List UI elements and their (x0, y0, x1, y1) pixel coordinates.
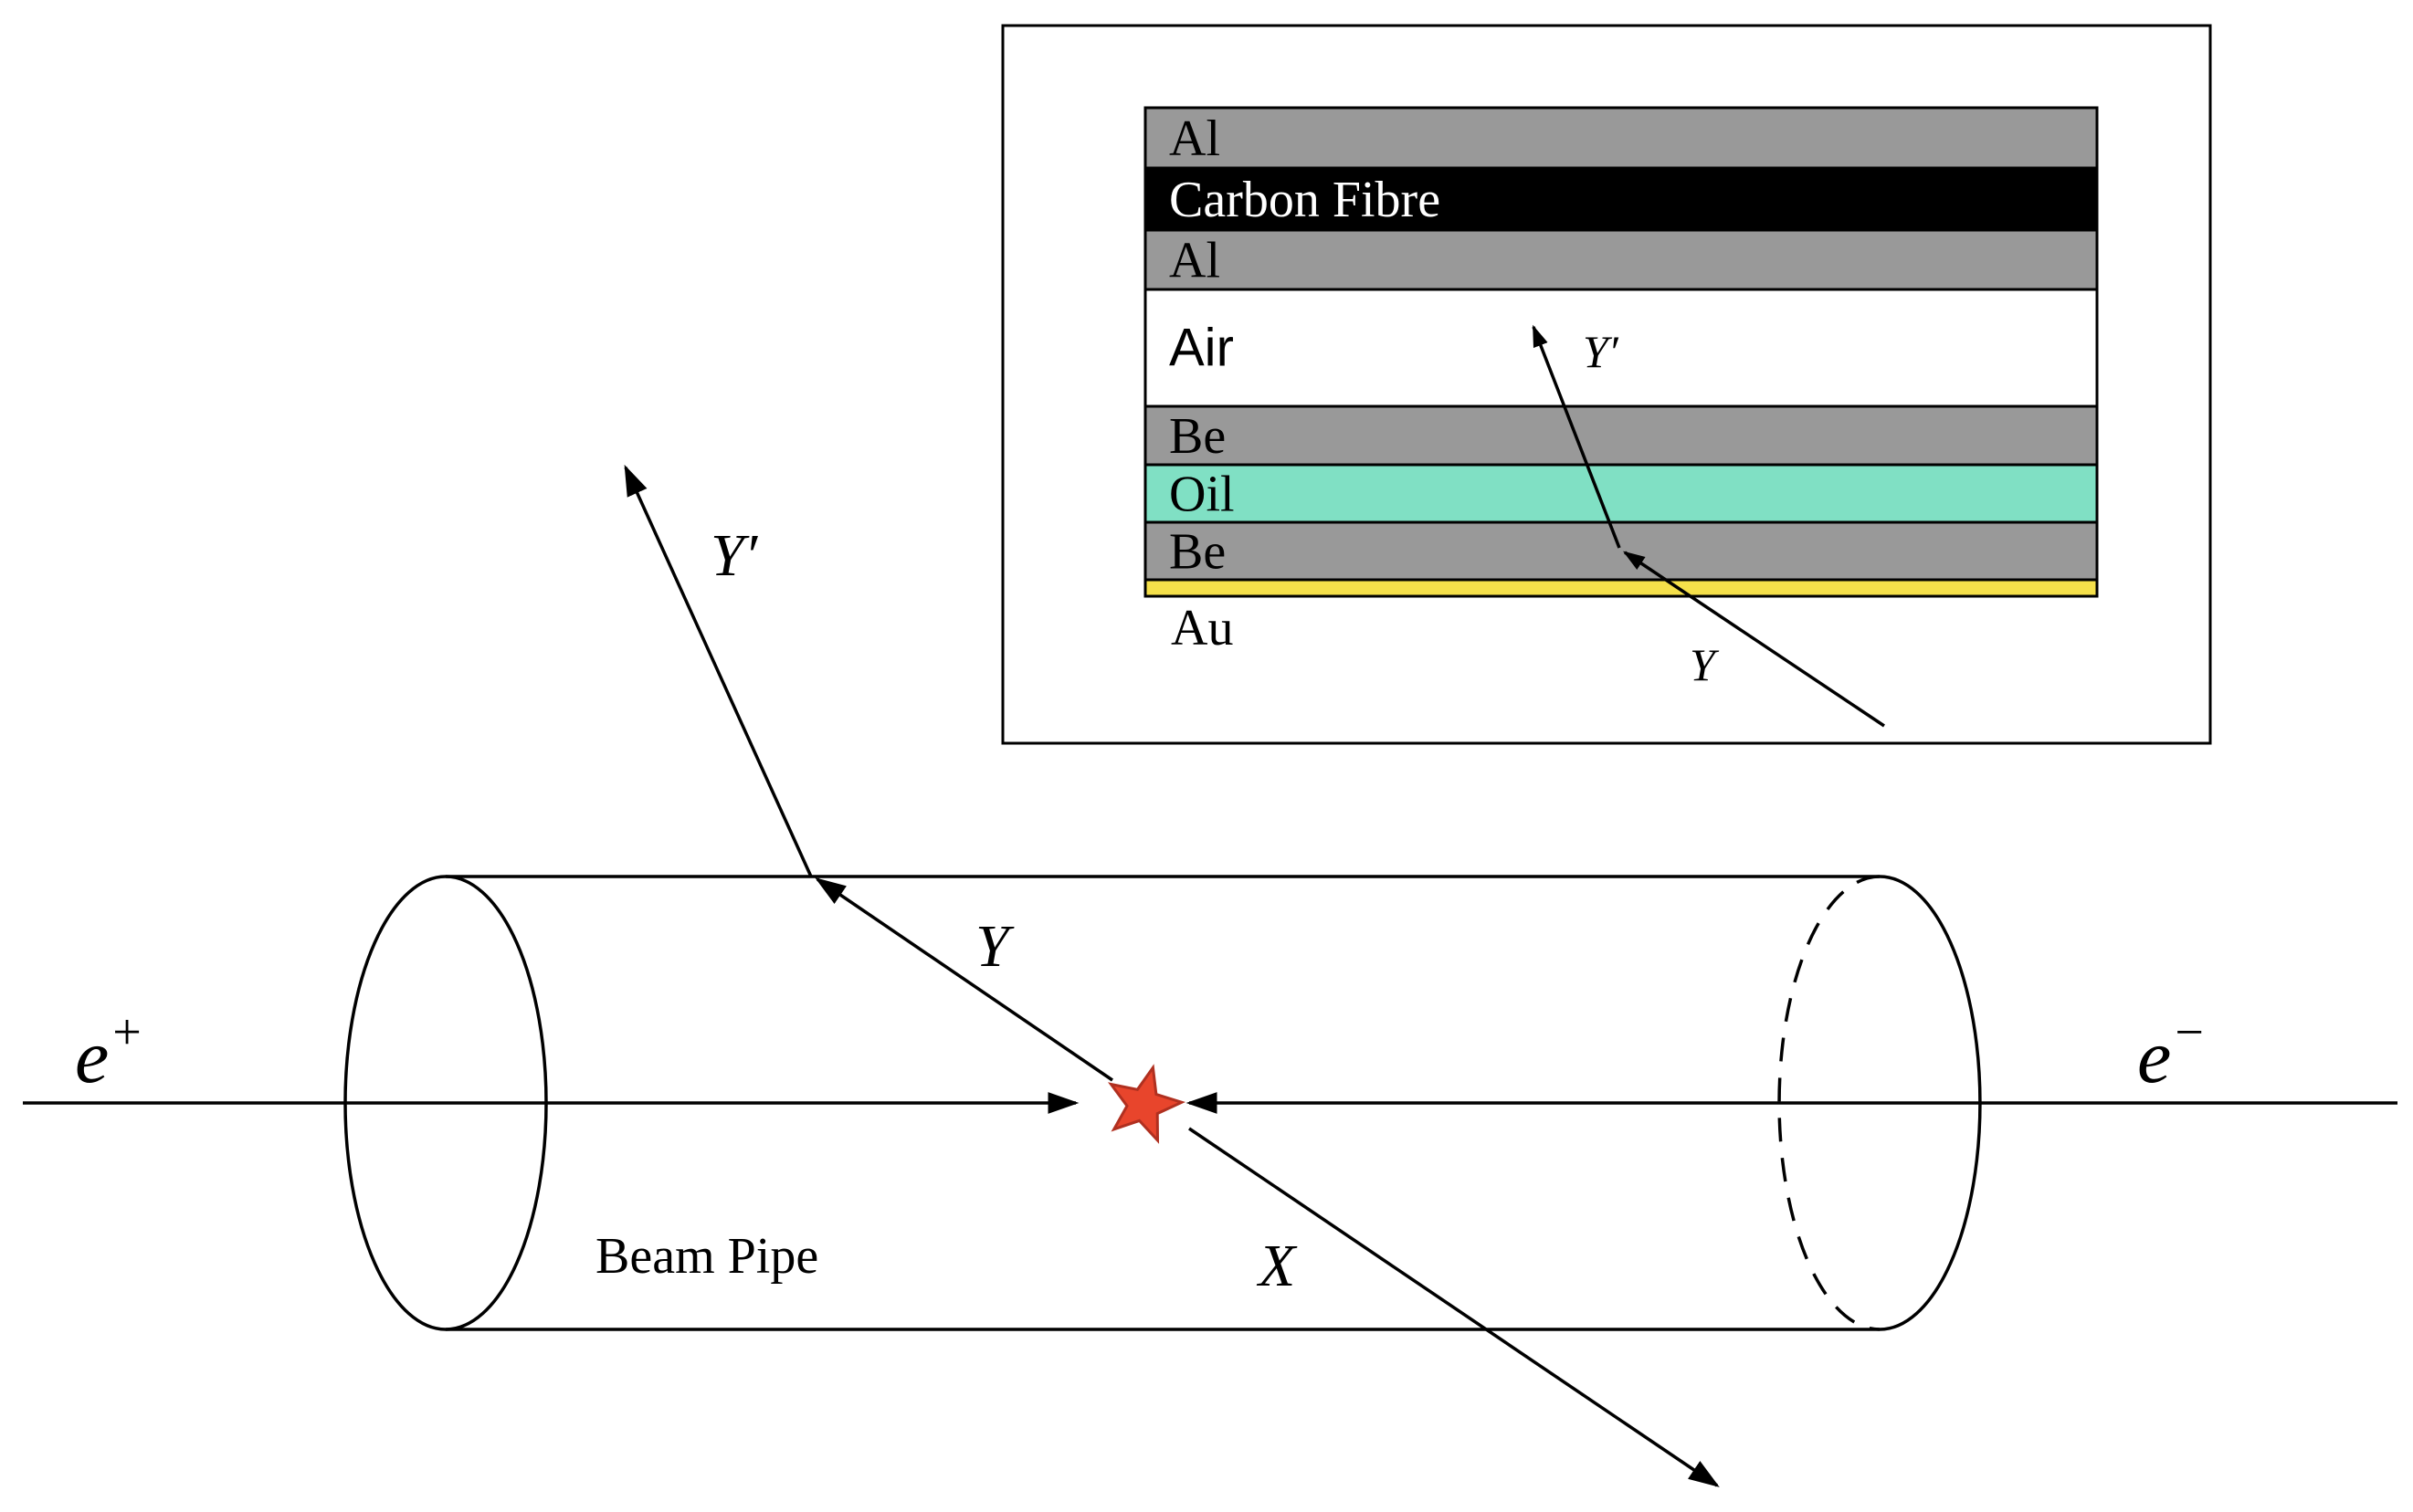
y-prime-track (624, 464, 813, 877)
interaction-point-star (1107, 1064, 1186, 1144)
positron-label: e+ (75, 1004, 142, 1099)
layer-5-label: Oil (1169, 467, 1235, 523)
layer-4-label: Be (1169, 408, 1226, 465)
x-label: X (1256, 1233, 1298, 1299)
layer-6 (1143, 520, 2099, 582)
inset-y-label: Y (1690, 639, 1720, 690)
inset-y-track (1623, 551, 1885, 728)
layer-2 (1143, 228, 2099, 291)
layer-1 (1143, 166, 2099, 232)
layer-6-label: Be (1169, 524, 1226, 581)
beam-pipe-label: Beam Pipe (595, 1228, 818, 1285)
y-prime-label: Y′ (711, 522, 759, 589)
electron-label: e− (2137, 1004, 2204, 1099)
layer-3 (1143, 288, 2099, 408)
layer-2-label: Al (1169, 233, 1220, 289)
layer-0 (1143, 106, 2099, 170)
layer-1-label: Carbon Fibre (1169, 172, 1440, 228)
au-layer-label: Au (1171, 600, 1233, 656)
positron-sign: + (112, 1004, 142, 1061)
layer-4 (1143, 404, 2099, 467)
layer-3-label: Air (1169, 319, 1234, 378)
y-label: Y (975, 913, 1015, 980)
layer-7 (1143, 578, 2099, 598)
x-track (1188, 1127, 1720, 1487)
layer-0-label: Al (1169, 110, 1220, 167)
layer-5 (1143, 463, 2099, 524)
electron-sign: − (2175, 1004, 2204, 1061)
pipe-right-end-hidden (1777, 875, 1881, 1331)
y-track (815, 877, 1113, 1082)
inset-y-prime-track (1532, 324, 1621, 549)
inset-y-prime-label: Y′ (1583, 326, 1619, 377)
